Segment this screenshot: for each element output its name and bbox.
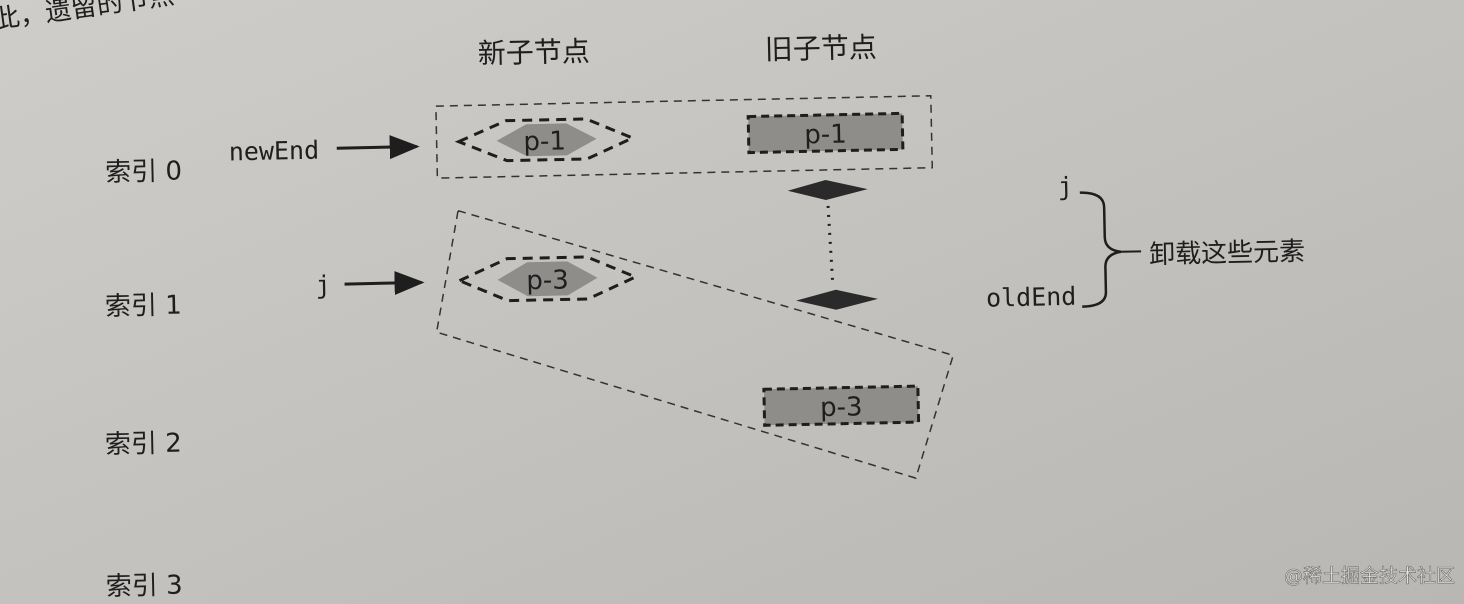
index-label-3: 索引 3 xyxy=(106,571,183,603)
unmount-annotation: 卸载这些元素 xyxy=(1149,237,1306,270)
mismatch-group-box xyxy=(435,209,955,480)
old-node-p1-label: p-1 xyxy=(804,120,847,151)
pointer-old-end: oldEnd xyxy=(986,282,1077,313)
old-node-p1: p-1 xyxy=(746,111,905,155)
pointer-j-right: j xyxy=(1057,172,1073,201)
ellipsis-dots xyxy=(826,205,835,283)
old-node-placeholder-top xyxy=(787,179,868,200)
new-node-p1-label: p-1 xyxy=(523,126,566,157)
index-label-0: 索引 0 xyxy=(105,156,182,188)
new-node-p1: p-1 xyxy=(454,117,637,163)
new-node-p3-label: p-3 xyxy=(526,265,569,296)
index0-group-box xyxy=(435,94,934,179)
old-node-placeholder-bottom xyxy=(796,289,879,310)
index-label-1: 索引 1 xyxy=(105,290,182,322)
watermark: @稀土掘金技术社区 xyxy=(1284,565,1455,587)
index-label-2: 索引 2 xyxy=(105,429,182,461)
pointer-new-end: newEnd xyxy=(228,136,319,167)
new-end-arrow xyxy=(336,135,420,160)
j-arrow xyxy=(344,271,425,296)
header-new-children: 新子节点 xyxy=(477,35,590,70)
header-old-children: 旧子节点 xyxy=(764,31,877,66)
old-node-p3-label: p-3 xyxy=(820,392,863,423)
old-node-p3: p-3 xyxy=(762,384,921,427)
new-node-p3: p-3 xyxy=(455,255,640,303)
pointer-j-left: j xyxy=(315,270,331,299)
